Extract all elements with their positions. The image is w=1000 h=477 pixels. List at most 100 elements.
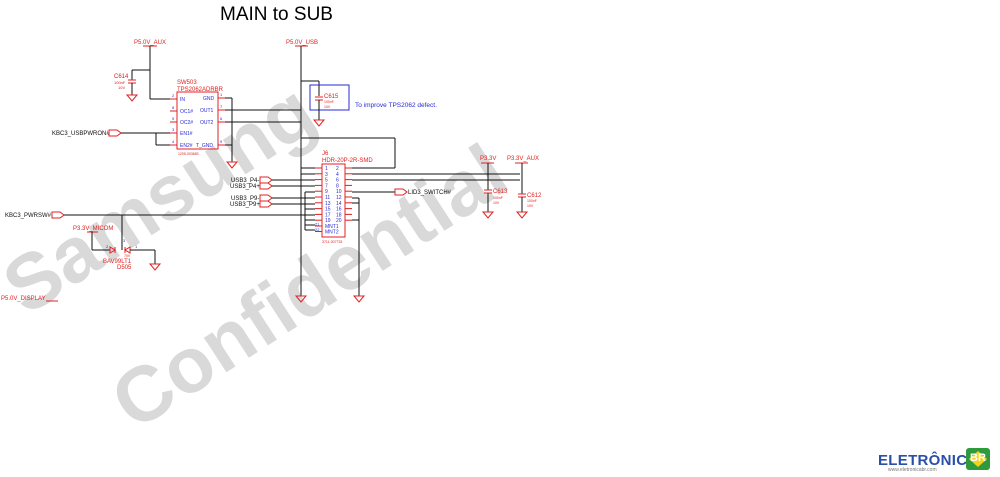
svg-text:9: 9 xyxy=(220,139,223,144)
svg-text:100nF: 100nF xyxy=(114,80,126,85)
svg-text:TPS2062ADRBR: TPS2062ADRBR xyxy=(177,87,224,93)
svg-text:P3.3V: P3.3V xyxy=(480,156,496,162)
j6-pin-num: 7 xyxy=(325,183,328,189)
schematic-title: MAIN to SUB xyxy=(220,4,333,25)
svg-text:J6: J6 xyxy=(322,151,329,157)
svg-text:8: 8 xyxy=(172,105,175,110)
j6-pin-num: 8 xyxy=(336,183,339,189)
rail-p3v3-aux: P3.3V_AUX C612 100nF 10V xyxy=(507,156,542,219)
j6-pin-num: 2 xyxy=(336,166,339,172)
svg-text:OC1#: OC1# xyxy=(180,109,193,115)
svg-text:2: 2 xyxy=(106,244,109,249)
net-kbc3-pwrsw: KBC3_PWRSW# xyxy=(5,211,315,250)
ground-icon xyxy=(294,295,308,303)
svg-text:70V: 70V xyxy=(124,254,131,258)
svg-text:C615: C615 xyxy=(324,94,339,100)
j6-pin-num: 5 xyxy=(325,178,328,184)
svg-text:KBC3_USBPWRON#: KBC3_USBPWRON# xyxy=(52,131,110,137)
ground-icon xyxy=(481,211,495,219)
svg-text:P3.3V_MICOM: P3.3V_MICOM xyxy=(73,226,113,232)
net-usb3-p9: USB3_P9- USB3_P9+ xyxy=(230,194,315,208)
svg-text:10V: 10V xyxy=(493,201,500,205)
svg-text:IN: IN xyxy=(180,97,185,103)
svg-text:USB3_P4+: USB3_P4+ xyxy=(230,184,260,190)
svg-text:C612: C612 xyxy=(527,193,542,199)
svg-text:100nF: 100nF xyxy=(324,100,334,104)
j6-mount-name: MNT2 xyxy=(325,230,339,236)
svg-text:10V: 10V xyxy=(527,204,534,208)
svg-text:OUT2: OUT2 xyxy=(200,120,214,126)
rail-p5v-aux: P5.0V_AUX xyxy=(131,40,172,100)
rail-p5v-usb: P5.0V_USB xyxy=(286,40,396,296)
diode-d505: P3.3V_MICOM 2 3 1 70V BAV99LT1 D505 xyxy=(73,226,162,271)
svg-text:KBC3_PWRSW#: KBC3_PWRSW# xyxy=(5,213,52,219)
svg-text:3: 3 xyxy=(123,238,126,243)
j6-pin-num: 3 xyxy=(325,172,328,178)
capacitor-c614: C614 100nF 10V xyxy=(114,74,139,102)
design-note: To improve TPS2062 defect. xyxy=(355,102,437,109)
j6-pin-num: 18 xyxy=(336,212,342,218)
net-usb3-p4: USB3_P4- USB3_P4+ xyxy=(230,176,315,190)
svg-text:7: 7 xyxy=(220,104,223,109)
svg-text:10V: 10V xyxy=(324,105,331,109)
logo-badge: BR xyxy=(970,452,986,464)
net-kbc3-usbpwron: KBC3_USBPWRON# xyxy=(52,129,170,146)
capacitor-c615: C615 100nF 10V xyxy=(312,94,339,127)
svg-text:SW503: SW503 xyxy=(177,80,197,86)
j6-mount-num: 22 xyxy=(315,227,320,232)
svg-text:C613: C613 xyxy=(493,189,508,195)
svg-text:4: 4 xyxy=(172,139,175,144)
svg-text:LID3_SWITCH#: LID3_SWITCH# xyxy=(408,190,452,196)
ground-icon xyxy=(148,263,162,271)
j6-pin-num: 17 xyxy=(325,212,331,218)
svg-text:10V: 10V xyxy=(118,85,125,90)
svg-text:1: 1 xyxy=(135,244,138,249)
ground-icon xyxy=(352,295,366,303)
svg-text:T_GND: T_GND xyxy=(196,143,213,149)
svg-text:3: 3 xyxy=(172,127,175,132)
brazil-flag-icon: BR xyxy=(966,448,990,470)
j6-pin-num: 14 xyxy=(336,201,342,207)
ground-icon xyxy=(515,211,529,219)
j6-pin-num: 19 xyxy=(325,218,331,224)
svg-text:USB3_P9-: USB3_P9- xyxy=(231,196,259,202)
svg-text:USB3_P9+: USB3_P9+ xyxy=(230,202,260,208)
svg-text:100nF: 100nF xyxy=(527,199,537,203)
j6-pin-num: 9 xyxy=(325,189,328,195)
j6-pin-num: 20 xyxy=(336,218,342,224)
svg-text:HDR-20P-2R-SMD: HDR-20P-2R-SMD xyxy=(322,158,373,164)
j6-pin-num: 4 xyxy=(336,172,339,178)
svg-text:P5.0V_DISPLAY: P5.0V_DISPLAY xyxy=(1,296,46,302)
svg-text:1205-003683: 1205-003683 xyxy=(178,152,199,156)
logo-text: ELETRÔNICA xyxy=(878,452,979,469)
rail-label: P5.0V_AUX xyxy=(134,40,166,46)
svg-text:C614: C614 xyxy=(114,74,129,80)
j6-pin-num: 16 xyxy=(336,207,342,213)
eletronicabr-logo: ELETRÔNICA www.eletronicabr.com BR xyxy=(878,448,990,473)
svg-text:2: 2 xyxy=(172,93,175,98)
svg-text:EN1#: EN1# xyxy=(180,131,193,137)
svg-text:OUT1: OUT1 xyxy=(200,108,214,114)
j6-pin-num: 10 xyxy=(336,189,342,195)
net-lid3-switch: LID3_SWITCH# xyxy=(352,188,452,196)
svg-text:P3.3V_AUX: P3.3V_AUX xyxy=(507,156,539,162)
j6-pin-num: 11 xyxy=(325,195,330,201)
svg-text:5: 5 xyxy=(172,116,175,121)
svg-text:GND: GND xyxy=(203,96,215,102)
connector-j6: J6 HDR-20P-2R-SMD 3711-007733 1357911131… xyxy=(315,151,373,244)
svg-text:OC2#: OC2# xyxy=(180,120,193,126)
j6-pin-num: 13 xyxy=(325,201,331,207)
switch-ic-sw503: SW503 TPS2062ADRBR 1205-003683 2 IN 8 OC… xyxy=(170,80,225,156)
ground-icon xyxy=(312,119,326,127)
note-box xyxy=(309,84,350,111)
svg-text:BAV99LT1: BAV99LT1 xyxy=(103,259,132,265)
svg-text:USB3_P4-: USB3_P4- xyxy=(231,178,259,184)
svg-text:D505: D505 xyxy=(117,265,132,271)
j6-pin-num: 6 xyxy=(336,178,339,184)
svg-text:1: 1 xyxy=(220,92,223,97)
j6-mount-num: 21 xyxy=(315,222,320,227)
svg-text:P5.0V_USB: P5.0V_USB xyxy=(286,40,318,46)
svg-text:100nF: 100nF xyxy=(493,196,503,200)
j6-pin-num: 12 xyxy=(336,195,342,201)
rail-p5v-display: P5.0V_DISPLAY xyxy=(1,296,58,302)
